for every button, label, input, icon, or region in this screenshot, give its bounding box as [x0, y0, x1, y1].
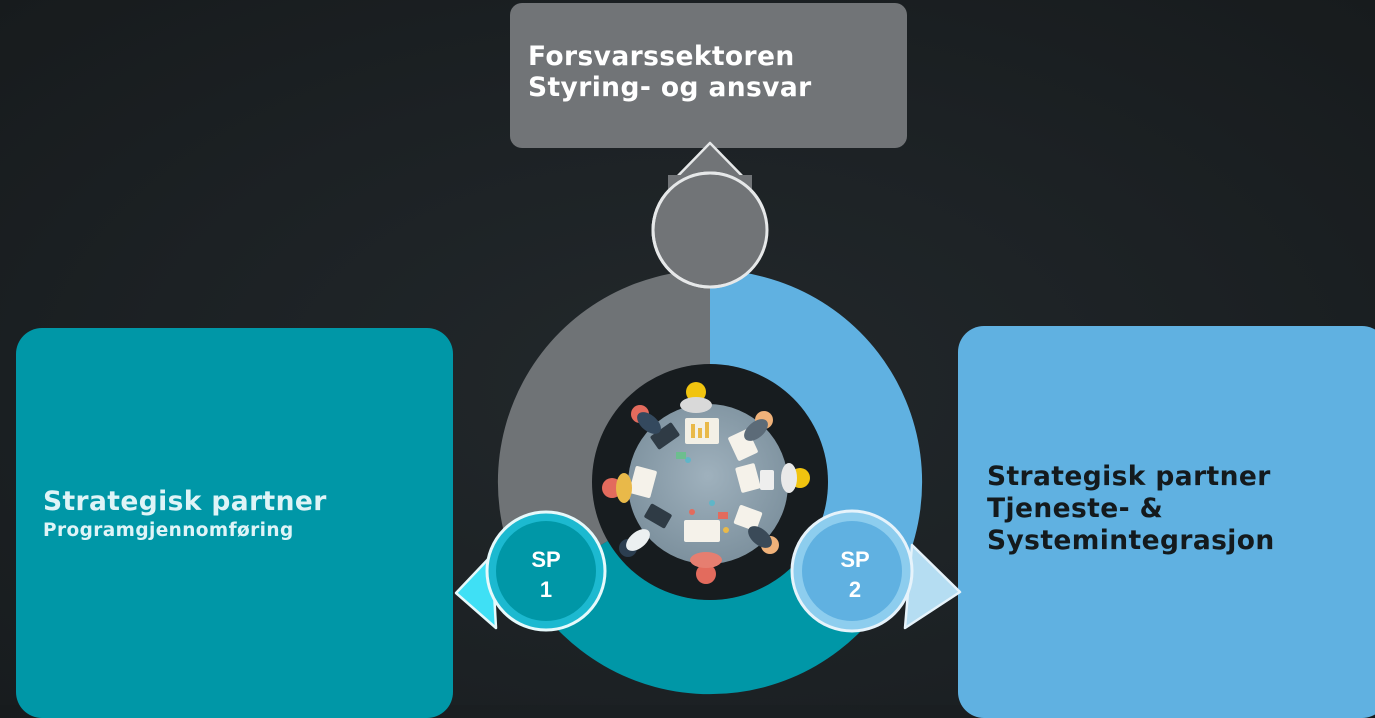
left-box-subtitle: Programgjennomføring: [43, 520, 294, 541]
sp1-badge-label: SP 1: [506, 545, 586, 605]
right-box-subtitle-1: Tjeneste- &: [987, 493, 1164, 524]
meeting-people: [602, 382, 810, 584]
sp2-bubble: [790, 509, 962, 633]
sp1-badge-line1: SP: [531, 547, 561, 572]
sp1-bubble: [454, 510, 607, 632]
sp2-badge-line1: SP: [840, 547, 870, 572]
sp2-badge-line2: 2: [848, 577, 862, 602]
forsvarssektoren-box: Forsvarssektoren Styring- og ansvar: [510, 3, 907, 148]
round-table-meeting-icon: [602, 382, 810, 584]
ring-segment-blue: [710, 269, 923, 588]
top-pointer-bubble: [651, 141, 769, 289]
sp1-partner-box: Strategisk partner Programgjennomføring: [16, 328, 453, 718]
top-box-title: Forsvarssektoren: [528, 41, 795, 72]
right-box-title: Strategisk partner: [987, 461, 1271, 492]
left-box-title: Strategisk partner: [43, 486, 327, 517]
sp2-partner-box: Strategisk partner Tjeneste- & Systemint…: [958, 326, 1375, 718]
top-box-subtitle: Styring- og ansvar: [528, 72, 812, 103]
table-documents: [629, 418, 774, 542]
right-box-subtitle-2: Systemintegrasjon: [987, 525, 1275, 556]
sp2-badge-label: SP 2: [815, 545, 895, 605]
sp1-badge-line2: 1: [539, 577, 553, 602]
ring-segment-gray: [497, 269, 710, 588]
